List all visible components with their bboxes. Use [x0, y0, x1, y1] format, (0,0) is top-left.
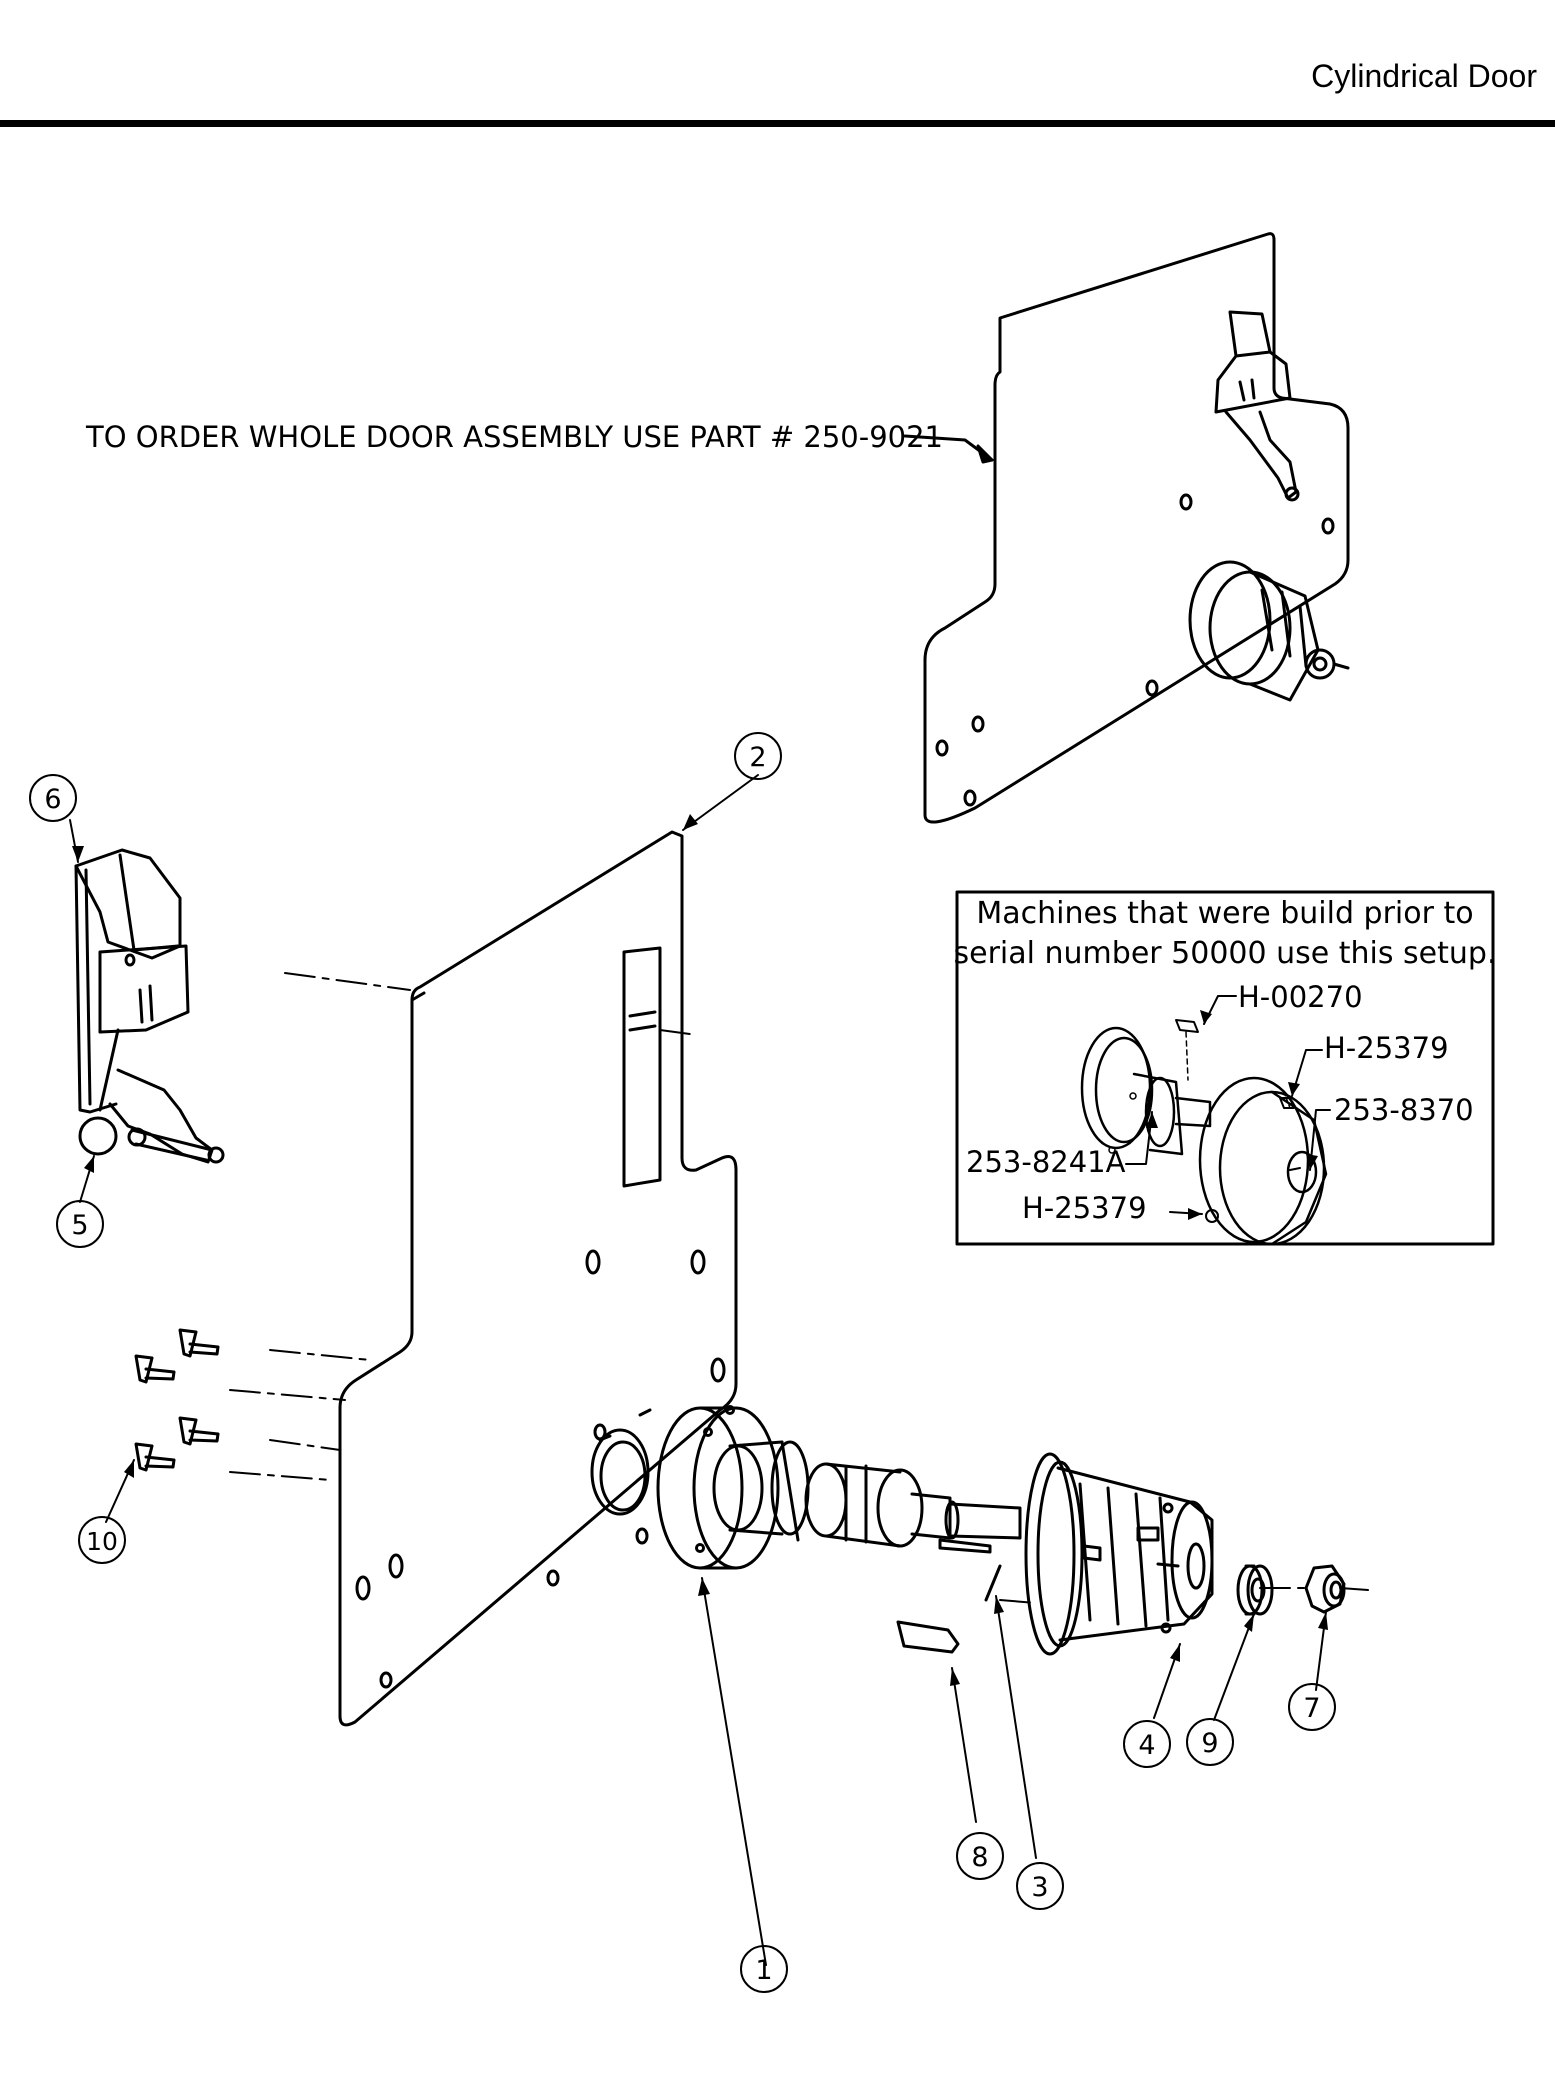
callout-1-circle — [740, 1945, 788, 1993]
callout-10: 10 — [86, 1527, 118, 1556]
key — [896, 1620, 960, 1654]
latch-bracket — [74, 848, 225, 1164]
flange-bushing — [656, 1405, 810, 1570]
inset-label-bearing: 253-8241A — [966, 1145, 1126, 1179]
callout-circles — [29, 732, 1336, 1993]
callout-8: 8 — [971, 1842, 988, 1873]
callout-10-circle — [78, 1516, 126, 1564]
callout-2-circle — [734, 732, 782, 780]
alignment-lines — [229, 972, 1369, 1604]
inset-caption-line1: Machines that were build prior to — [976, 896, 1473, 931]
inset-arrowheads — [1146, 1010, 1318, 1220]
callout-4: 4 — [1138, 1730, 1155, 1761]
screws — [134, 1328, 220, 1472]
callout-9: 9 — [1201, 1728, 1218, 1759]
callout-3: 3 — [1031, 1872, 1048, 1903]
whole-door-assembly — [923, 232, 1350, 824]
callout-7: 7 — [1303, 1693, 1320, 1724]
callout-1: 1 — [755, 1955, 772, 1986]
door-panel — [338, 830, 738, 1727]
callout-2: 2 — [749, 742, 766, 773]
inset-label-set-screw-top: H-25379 — [1324, 1031, 1449, 1065]
callout-arrowheads — [72, 814, 1328, 1686]
inset-label-key: H-00270 — [1238, 980, 1363, 1014]
callout-7-circle — [1288, 1683, 1336, 1731]
inset-label-set-screw-bottom: H-25379 — [1022, 1191, 1147, 1225]
page-title: Cylindrical Door — [1311, 58, 1537, 94]
inset-border — [955, 890, 1495, 1246]
inset-label-hub: 253-8370 — [1334, 1093, 1474, 1127]
inset-leaders — [1125, 995, 1331, 1215]
order-note-text: TO ORDER WHOLE DOOR ASSEMBLY USE PART # … — [85, 420, 943, 454]
cylinder-hub — [1024, 1452, 1214, 1656]
shaft — [910, 1492, 1022, 1602]
callout-3-circle — [1016, 1862, 1064, 1910]
spacer-bushing — [804, 1462, 924, 1548]
callout-numbers: 2 6 5 10 1 3 8 4 9 7 — [44, 742, 1320, 1986]
order-note-arrowhead — [976, 444, 994, 464]
callout-6-circle — [29, 774, 77, 822]
callout-5: 5 — [71, 1210, 88, 1241]
legacy-setup-inset: Machines that were build prior to serial… — [954, 890, 1497, 1246]
callout-9-circle — [1186, 1718, 1234, 1766]
callout-4-circle — [1123, 1720, 1171, 1768]
nut — [1304, 1564, 1346, 1614]
callout-5-circle — [56, 1200, 104, 1248]
inset-caption-line2: serial number 50000 use this setup. — [954, 936, 1497, 971]
callout-8-circle — [956, 1832, 1004, 1880]
washer — [1236, 1564, 1274, 1616]
callout-6: 6 — [44, 784, 61, 815]
title-rule — [0, 120, 1555, 127]
